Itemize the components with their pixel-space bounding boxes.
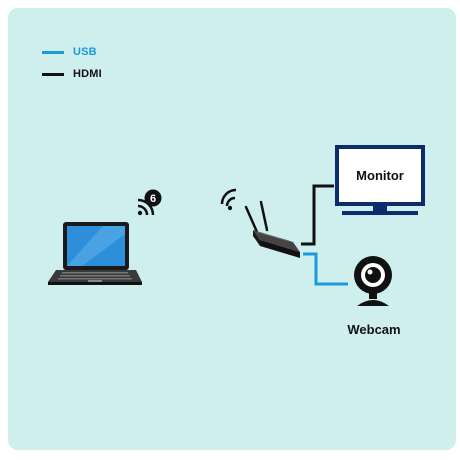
hdmi-connection-line: [301, 184, 334, 246]
usb-connection-line: [303, 252, 348, 286]
legend: USB HDMI: [42, 41, 102, 85]
monitor-icon: [335, 145, 425, 215]
wifi-signal-icon: [220, 188, 237, 211]
webcam-icon: [354, 256, 392, 306]
monitor-label: Monitor: [356, 168, 404, 183]
diagram-canvas: USB HDMI Monitor: [8, 8, 456, 450]
wireless-router-icon: [244, 200, 300, 258]
webcam-label: Webcam: [347, 322, 400, 337]
legend-item-hdmi: HDMI: [42, 63, 102, 85]
wifi-6-label: 6: [150, 193, 156, 205]
diagram-svg: Monitor Webcam: [48, 145, 425, 337]
usb-line-swatch: [42, 50, 64, 54]
laptop-icon: [48, 222, 142, 285]
hdmi-line-swatch: [42, 72, 64, 76]
legend-label-hdmi: HDMI: [73, 68, 102, 80]
wifi-6-icon: [137, 189, 162, 216]
legend-item-usb: USB: [42, 41, 102, 63]
legend-label-usb: USB: [73, 46, 97, 58]
